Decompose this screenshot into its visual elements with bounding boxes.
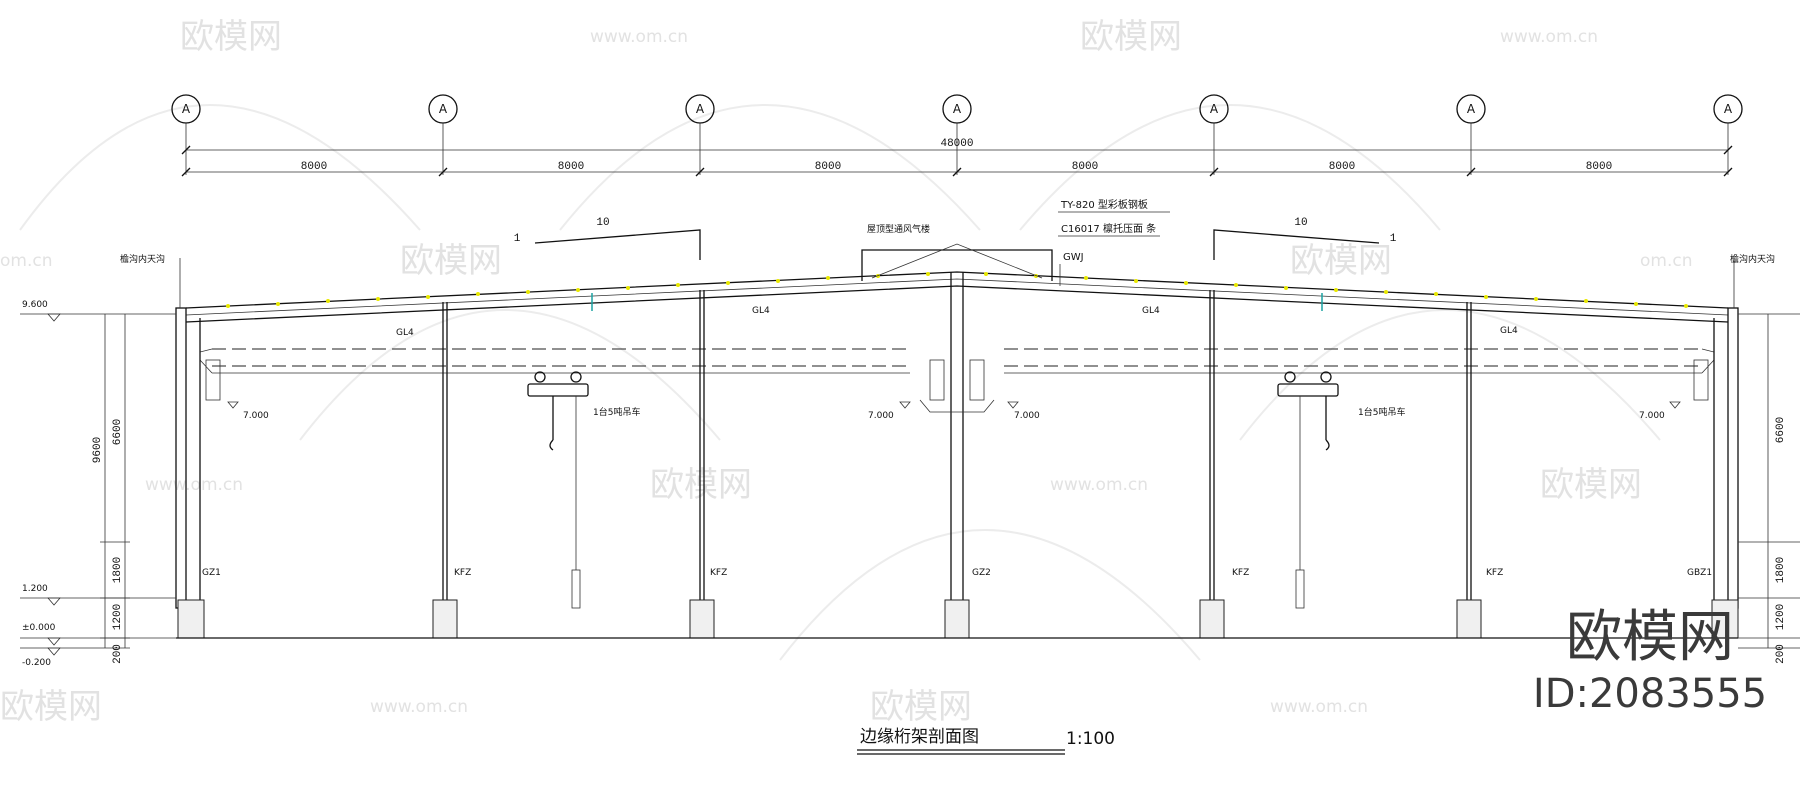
column-label: KFZ [1486,568,1503,578]
span-dimension: 8000 [558,161,584,173]
column-label: GZ2 [972,568,991,578]
watermark-url: www.om.cn [370,697,468,717]
watermark-brand: 欧模网 [1540,465,1642,505]
gutter-right-label: 檐沟内天沟 [1730,253,1775,265]
span-dimension: 8000 [815,161,841,173]
svg-text:1: 1 [514,233,521,245]
title-text: 边缘桁架剖面图 [860,727,979,747]
grid-axis-5: A [1199,94,1229,124]
grid-axis-7: A [1713,94,1743,124]
crane-rails [199,348,1715,374]
svg-text:A: A [696,102,705,116]
gutter-left-label: 檐沟内天沟 [120,253,165,265]
svg-text:A: A [1467,102,1476,116]
purlin-dots [226,272,1688,308]
span-dimension: 8000 [1586,161,1612,173]
left-dimensions: 9.600 1.200 ±0.000 -0.200 6600 9600 1800… [20,300,176,668]
grid-axis-6: A [1456,94,1486,124]
vent-label: 屋顶型通风气楼 [867,223,930,235]
watermark-brand: 欧模网 [870,687,972,727]
span-dimension: 8000 [1329,161,1355,173]
span-dimension: 8000 [301,161,327,173]
gwj-label: GWJ [1063,252,1084,263]
watermark-brand: 欧模网 [650,465,752,505]
overall-dimension: 48000 [940,138,973,150]
column-label: KFZ [710,568,727,578]
right-dimensions: 6600 1800 1200 200 [1738,313,1800,664]
watermark-url: www.om.cn [1270,697,1368,717]
scale-text: 1:100 [1066,729,1115,749]
svg-text:9.600: 9.600 [22,300,48,310]
beam-label: GL4 [396,328,414,338]
column-label: GBZ1 [1687,568,1712,578]
brand-id-text: ID:2083555 [1532,671,1768,717]
grid-axis-2: A [428,94,458,124]
column-label: KFZ [454,568,471,578]
beam-label: GL4 [1142,306,1160,316]
slope-indicator-right: 10 1 [1213,217,1397,260]
column-label: GZ1 [202,568,221,578]
top-dimensions: 48000 8000 8000 8000 8000 8000 8000 [181,138,1733,177]
svg-text:10: 10 [596,217,609,229]
svg-text:6600: 6600 [1775,417,1787,443]
watermark-url: www.om.cn [590,27,688,47]
svg-text:-0.200: -0.200 [22,658,51,668]
svg-text:±0.000: ±0.000 [22,623,56,633]
svg-text:10: 10 [1294,217,1307,229]
brand-logo-text: 欧模网 [1566,605,1734,670]
svg-text:200: 200 [1775,644,1787,664]
rail-elevation: 7.000 [1014,411,1040,421]
svg-text:A: A [182,102,191,116]
beam-label: GL4 [752,306,770,316]
column-label: KFZ [1232,568,1249,578]
watermark-url: www.om.cn [1500,27,1598,47]
watermark-url: om.cn [1640,251,1693,271]
svg-text:1800: 1800 [112,557,124,583]
ridge-vent [861,249,1053,281]
svg-text:1200: 1200 [1775,604,1787,630]
watermark-url: www.om.cn [1050,475,1148,495]
watermark-brand: 欧模网 [400,241,502,281]
end-walls [175,258,1739,609]
rail-elevation: 7.000 [243,411,269,421]
slope-indicator-left: 10 1 [514,217,701,260]
watermark-brand: 欧模网 [180,17,282,57]
beam-label: GL4 [1500,326,1518,336]
rail-elevation: 7.000 [1639,411,1665,421]
svg-text:1台5吨吊车: 1台5吨吊车 [1358,406,1405,418]
watermark-brand: 欧模网 [1290,241,1392,281]
grid-axis-3: A [685,94,715,124]
grid-axes: A A A A A A A [171,94,1743,175]
svg-text:200: 200 [112,644,124,664]
svg-text:A: A [953,102,962,116]
purlin-label: C16017 檩托压面 条 [1061,222,1156,235]
crane-left: 1台5吨吊车 [527,371,640,609]
watermark-brand: 欧模网 [0,687,102,727]
watermark-arcs [19,104,1661,661]
svg-text:1200: 1200 [112,604,124,630]
watermark-url: om.cn [0,251,53,271]
watermarks: 欧模网 欧模网 www.om.cn www.om.cn 欧模网 欧模网 om.c… [0,17,1693,727]
span-dimension: 8000 [1072,161,1098,173]
svg-text:A: A [1210,102,1219,116]
crane-right: 1台5吨吊车 [1277,371,1405,609]
svg-text:1: 1 [1390,233,1397,245]
svg-text:1800: 1800 [1775,557,1787,583]
watermark-url: www.om.cn [145,475,243,495]
drawing-title: 边缘桁架剖面图 1:100 [857,727,1115,755]
columns [176,272,1739,639]
svg-text:1台5吨吊车: 1台5吨吊车 [593,406,640,418]
bracing-marks [591,293,1323,311]
watermark-brand: 欧模网 [1080,17,1182,57]
svg-text:A: A [1724,102,1733,116]
rail-elevation: 7.000 [868,411,894,421]
annotations: 屋顶型通风气楼 TY-820 型彩板钢板 C16017 檩托压面 条 GWJ 檐… [120,198,1775,578]
svg-text:6600: 6600 [112,419,124,445]
grid-axis-4: A [942,94,972,124]
svg-text:1.200: 1.200 [22,584,48,594]
svg-text:A: A [439,102,448,116]
roof-panel-label: TY-820 型彩板钢板 [1060,198,1148,211]
svg-text:9600: 9600 [92,437,104,463]
